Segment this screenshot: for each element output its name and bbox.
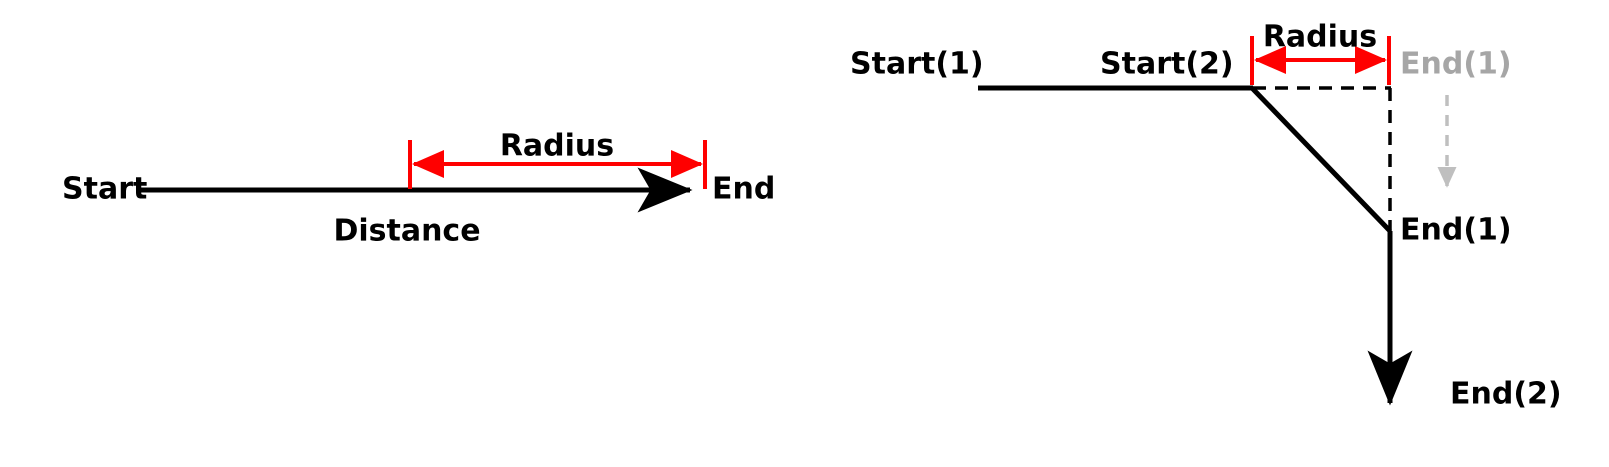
left-start-label: Start bbox=[62, 172, 147, 207]
right-radius-label: Radius bbox=[1263, 20, 1377, 55]
right-end2-label: End(2) bbox=[1450, 377, 1562, 412]
left-radius-label: Radius bbox=[500, 129, 614, 164]
right-diagram: Start(1) Start(2) Radius End(1) End(1) bbox=[850, 20, 1562, 412]
right-start1-label: Start(1) bbox=[850, 47, 984, 82]
right-end1-ghost-label: End(1) bbox=[1400, 47, 1512, 82]
left-end-label: End bbox=[712, 172, 775, 207]
right-end1-label: End(1) bbox=[1400, 213, 1512, 248]
left-distance-label: Distance bbox=[333, 214, 480, 249]
left-diagram: Start End Radius Distance bbox=[62, 129, 775, 249]
right-diagonal-segment bbox=[1250, 86, 1392, 233]
right-start2-label: Start(2) bbox=[1100, 47, 1234, 82]
